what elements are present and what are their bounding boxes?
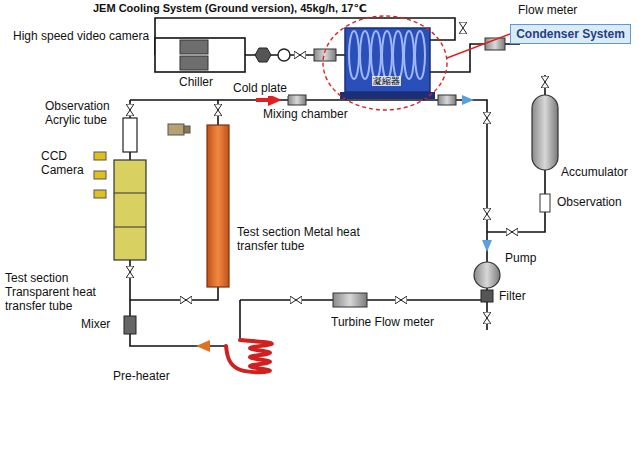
valve-symbol xyxy=(278,49,290,61)
pre-heater-coil xyxy=(226,340,272,372)
pipe xyxy=(130,100,487,262)
main-loop xyxy=(130,75,545,346)
part-label: Cold plate xyxy=(232,82,288,96)
turbine-flow-meter xyxy=(333,293,367,307)
part-label: Mixer xyxy=(80,318,111,332)
highlight-circle xyxy=(323,16,447,110)
coil-turn xyxy=(382,31,392,79)
ccd-camera xyxy=(94,152,106,198)
valve-symbol xyxy=(290,296,302,304)
acrylic-tube xyxy=(123,118,137,152)
coil-turn xyxy=(393,31,403,79)
part-label: Accumulator xyxy=(560,166,629,180)
coil-turn xyxy=(349,31,359,79)
part-label: Turbine Flow meter xyxy=(330,316,435,330)
part-label: Test section Metal heat transfer tube xyxy=(236,226,388,254)
section-division xyxy=(114,227,146,228)
pipe xyxy=(430,44,485,72)
valve-symbol xyxy=(483,112,491,124)
high-speed-camera xyxy=(168,124,190,135)
valve-symbol xyxy=(483,312,491,324)
flow-arrow xyxy=(268,94,282,106)
part-label: Mixing chamber xyxy=(262,108,349,122)
part-label: High speed video camera xyxy=(12,30,150,44)
part-label: Pre-heater xyxy=(112,370,171,384)
part-label: Chiller xyxy=(178,76,214,90)
pipe xyxy=(487,170,545,232)
chiller-block xyxy=(180,56,208,70)
valve-symbol xyxy=(483,208,491,220)
chiller-loop xyxy=(155,18,520,72)
valve-symbol xyxy=(214,104,222,116)
valve-symbol xyxy=(126,266,134,278)
coil-turn xyxy=(404,31,414,79)
valve-symbol xyxy=(506,228,518,236)
callout-box: Condenser System xyxy=(510,24,631,44)
pump-symbol xyxy=(474,262,500,288)
part-label: Observation xyxy=(556,196,623,210)
transparent-test-section xyxy=(114,160,146,260)
box-title: Condenser System xyxy=(516,27,625,41)
accumulator xyxy=(532,95,558,170)
part-label: JEM Cooling System (Ground version), 45k… xyxy=(92,2,368,15)
valve-symbol xyxy=(180,296,192,304)
flow-arrow xyxy=(482,240,492,252)
valve-symbol xyxy=(459,22,467,34)
coil-turn xyxy=(371,31,381,79)
part-label: Flow meter xyxy=(517,4,578,18)
valve-symbol xyxy=(126,104,134,116)
condenser xyxy=(345,28,430,92)
part-label: CCD Camera xyxy=(40,150,88,178)
part-label: Observation Acrylic tube xyxy=(44,100,118,128)
flow-arrow xyxy=(256,98,268,102)
part-label: Test section Transparent heat transfer t… xyxy=(4,272,114,313)
flow-arrow xyxy=(462,95,474,105)
condenser-coil xyxy=(349,31,425,79)
part-label: 凝縮器 xyxy=(372,76,401,86)
mixing-chamber xyxy=(288,95,306,105)
observation-window xyxy=(540,194,550,212)
flow-arrow xyxy=(196,340,210,352)
metal-test-section xyxy=(207,125,229,287)
part-label: Filter xyxy=(498,290,527,304)
valve-symbol xyxy=(395,296,407,304)
coil-turn xyxy=(415,31,425,79)
part-label: Pump xyxy=(504,252,537,266)
section-division xyxy=(114,193,146,194)
chiller-unit xyxy=(155,38,245,72)
filter-symbol xyxy=(481,290,493,302)
mixing-chamber xyxy=(438,95,456,105)
mixer xyxy=(124,316,136,334)
valve-symbol xyxy=(294,51,306,59)
leader-line xyxy=(447,34,510,58)
pipe xyxy=(130,335,226,346)
chiller-block xyxy=(180,40,208,54)
coil-turn xyxy=(360,31,370,79)
pump-symbol xyxy=(255,48,271,62)
cold-plate xyxy=(340,92,435,99)
pipe xyxy=(239,300,241,340)
valve-symbol xyxy=(541,76,549,88)
